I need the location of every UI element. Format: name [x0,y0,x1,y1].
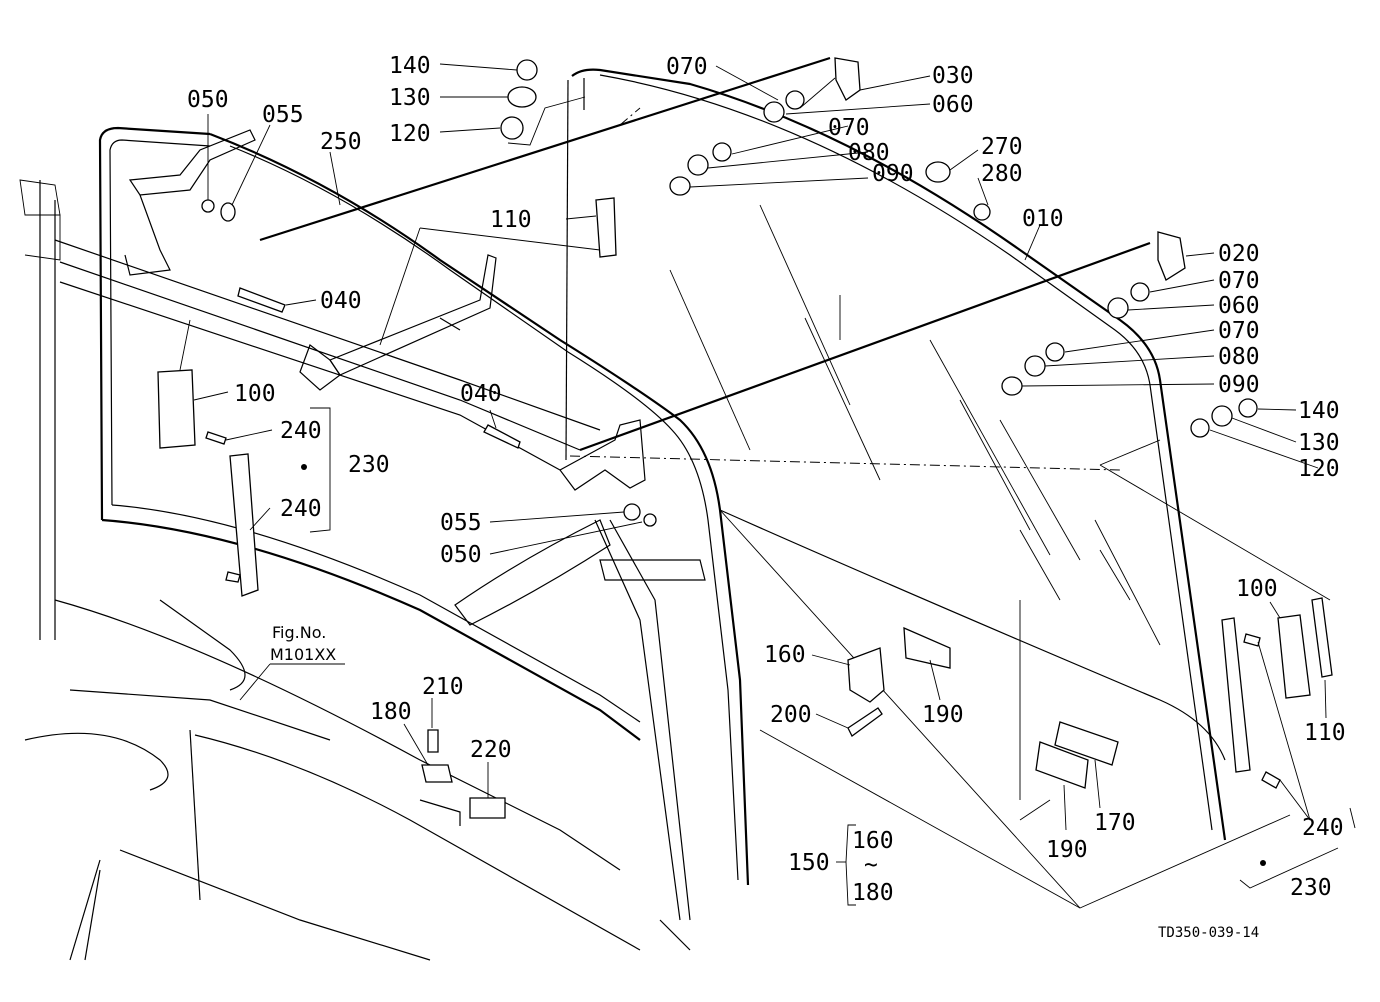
label-250: 250 [320,129,362,155]
figure-ref-line2: M101XX [270,645,336,664]
label-140-right: 140 [1298,398,1340,424]
label-030: 030 [932,63,974,89]
drawing-code: TD350-039-14 [1158,925,1259,941]
label-160-handle: 160 [764,642,806,668]
label-210: 210 [422,674,464,700]
label-120-top: 120 [389,121,431,147]
label-090-right: 090 [1218,372,1260,398]
label-110-center: 110 [490,207,532,233]
label-130-top: 130 [389,85,431,111]
label-100-left: 100 [234,381,276,407]
label-230-left: 230 [348,452,390,478]
label-080-right: 080 [1218,344,1260,370]
parts [157,57,1333,866]
label-070-right-a: 070 [1218,268,1260,294]
label-190-handle: 190 [922,702,964,728]
label-180-range: 180 [852,880,894,906]
label-080-top: 080 [848,140,890,166]
label-190-lower: 190 [1046,837,1088,863]
label-240-left-top: 240 [280,418,322,444]
label-050-center: 050 [440,542,482,568]
label-050-left: 050 [187,87,229,113]
label-240-left-bottom: 240 [280,496,322,522]
label-055-left: 055 [262,102,304,128]
label-170: 170 [1094,810,1136,836]
label-150: 150 [788,850,830,876]
label-060-right: 060 [1218,293,1260,319]
label-range-tilde: ~ [864,852,878,878]
label-230-right: 230 [1290,875,1332,901]
label-200: 200 [770,702,812,728]
label-070-mid: 070 [828,115,870,141]
label-020: 020 [1218,241,1260,267]
figure-ref-line1: Fig.No. [272,623,326,642]
label-180-latch: 180 [370,699,412,725]
label-130-right: 130 [1298,430,1340,456]
label-100-right: 100 [1236,576,1278,602]
label-010: 010 [1022,206,1064,232]
label-220: 220 [470,737,512,763]
part-labels: 140 130 120 050 055 250 070 030 060 070 … [187,53,1346,941]
label-140-top: 140 [389,53,431,79]
label-055-center: 055 [440,510,482,536]
label-110-right: 110 [1304,720,1346,746]
label-070-right-b: 070 [1218,318,1260,344]
label-060-top: 060 [932,92,974,118]
label-280: 280 [981,161,1023,187]
label-040-center: 040 [460,381,502,407]
label-120-right: 120 [1298,456,1340,482]
label-240-right: 240 [1302,815,1344,841]
leader-lines [179,63,1356,906]
label-270: 270 [981,134,1023,160]
label-160-range: 160 [852,828,894,854]
label-070-top: 070 [666,54,708,80]
label-040-left: 040 [320,288,362,314]
explosion-lines [259,56,1331,909]
cab-frame [19,68,1227,961]
label-090-top: 090 [872,161,914,187]
